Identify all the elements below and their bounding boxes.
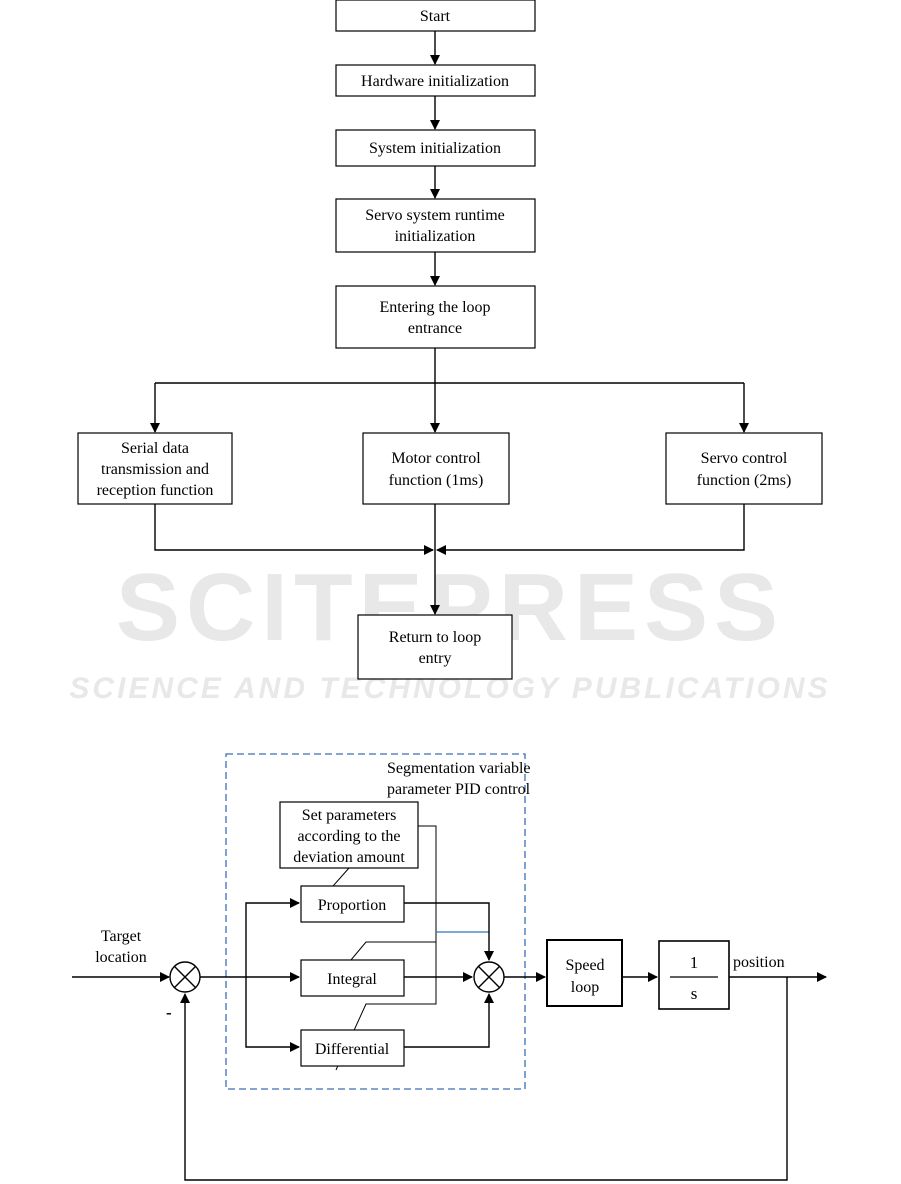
motor-function-line1: Motor control <box>391 450 481 467</box>
motor-function-box <box>362 432 510 505</box>
set-parameters-box <box>279 801 419 869</box>
servo-runtime-init-line1: Servo system runtime <box>365 207 505 224</box>
arrow-to-proportion <box>245 898 300 977</box>
servo-function-line1: Servo control <box>701 450 788 467</box>
pid-region-border <box>225 753 526 1090</box>
servo-runtime-init-line2: initialization <box>395 228 476 245</box>
serial-function-line2: transmission and <box>101 461 209 478</box>
speed-loop-line1: Speed <box>565 957 604 974</box>
flowchart: Start Hardware initialization System ini… <box>77 0 823 680</box>
hardware-init-box <box>335 64 536 97</box>
hardware-init-label: Hardware initialization <box>361 73 509 90</box>
differential-label: Differential <box>315 1041 390 1058</box>
start-label: Start <box>420 8 451 25</box>
differential-box <box>300 1029 405 1067</box>
motor-function-line2: function (1ms) <box>389 472 484 489</box>
minus-sign: - <box>166 1003 172 1022</box>
speed-loop-box <box>546 939 623 1007</box>
integrator-denominator: s <box>691 984 698 1003</box>
set-parameters-line1: Set parameters <box>302 807 397 824</box>
target-label-line1: Target <box>101 928 142 945</box>
proportion-label: Proportion <box>318 897 386 914</box>
system-init-label: System initialization <box>369 140 501 157</box>
serial-function-box <box>77 432 233 505</box>
speed-loop-line2: loop <box>571 979 599 996</box>
merge-from-servo <box>436 504 745 555</box>
servo-function-line2: function (2ms) <box>697 472 792 489</box>
return-loop-box <box>357 614 513 680</box>
control-diagram: Segmentation variable parameter PID cont… <box>72 753 827 1181</box>
merge-from-serial <box>154 504 434 555</box>
feedback-path <box>180 977 788 1181</box>
servo-runtime-init-box <box>335 198 536 253</box>
arrow-to-differential <box>245 977 300 1052</box>
junction-2-cross-b <box>477 965 501 989</box>
integrator-numerator: 1 <box>690 953 699 972</box>
serial-function-line3: reception function <box>97 482 214 499</box>
proportion-box <box>300 885 405 923</box>
return-loop-line1: Return to loop <box>389 629 481 646</box>
pid-region-label-line2: parameter PID control <box>387 781 531 798</box>
parameter-adjust-line <box>335 825 437 1071</box>
loop-entrance-line2: entrance <box>408 320 462 337</box>
serial-function-line1: Serial data <box>121 440 189 457</box>
servo-function-box <box>665 432 823 505</box>
loop-entrance-line1: Entering the loop <box>379 299 490 316</box>
differential-output-arrow <box>404 993 494 1048</box>
pid-region-label-line1: Segmentation variable <box>387 760 531 777</box>
set-parameters-line3: deviation amount <box>293 849 405 866</box>
integral-box <box>300 959 405 997</box>
junction-1-cross-b <box>173 965 197 989</box>
loop-entrance-box <box>335 285 536 349</box>
integrator-box <box>658 940 730 1010</box>
return-loop-line2: entry <box>419 650 452 667</box>
set-parameters-line2: according to the <box>297 828 400 845</box>
proportion-output-arrow <box>404 902 494 961</box>
target-label-line2: location <box>95 949 147 966</box>
position-label: position <box>733 954 785 971</box>
integral-label: Integral <box>327 971 377 988</box>
system-init-box <box>335 129 536 167</box>
